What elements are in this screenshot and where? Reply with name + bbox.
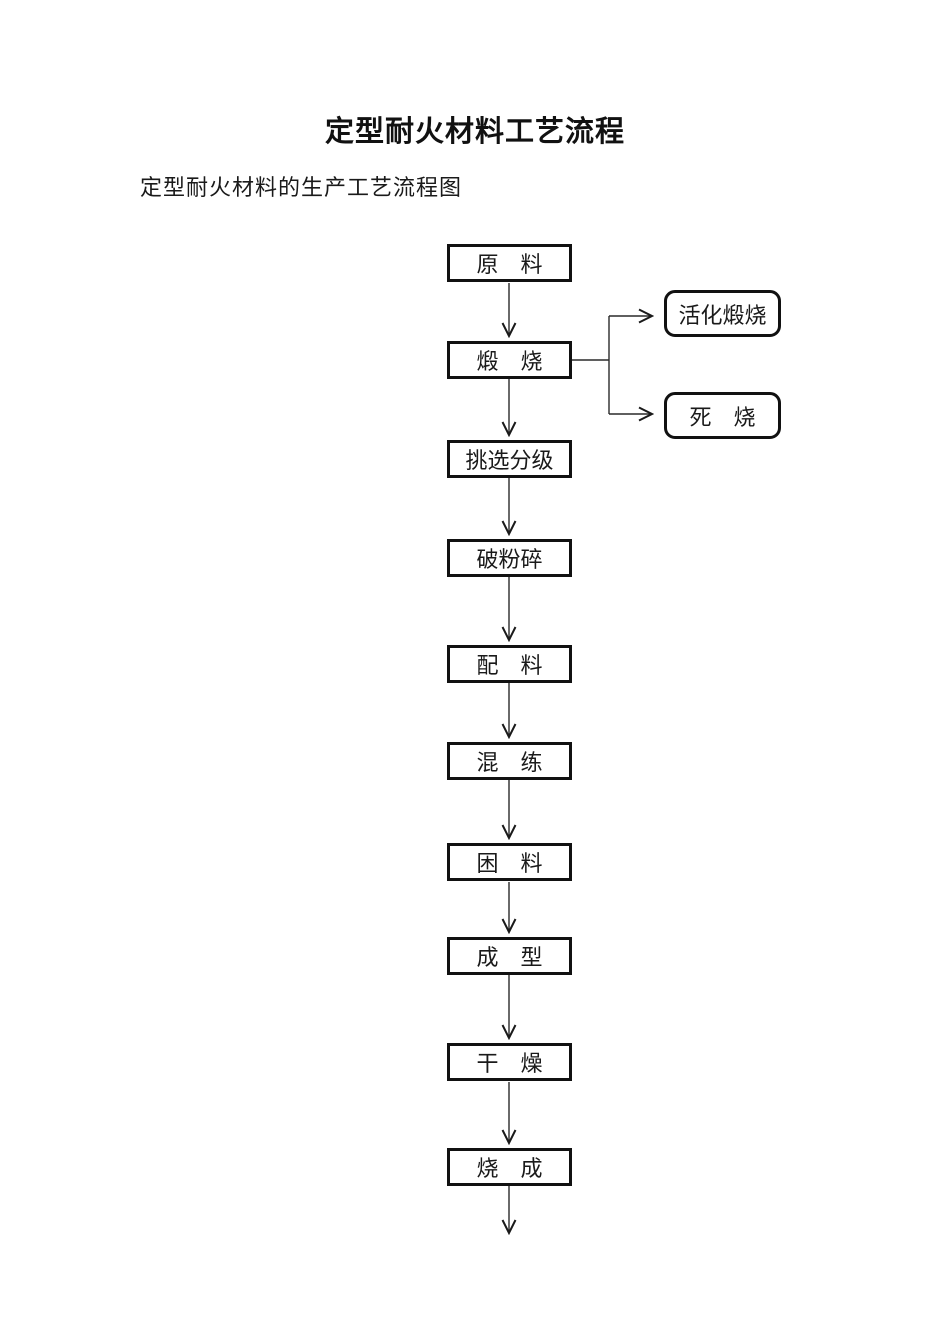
flow-node-label: 活化煅烧 [678, 302, 767, 328]
flow-node-label: 干 燥 [476, 1051, 543, 1076]
flow-node-mixing: 混 练 [447, 742, 572, 780]
flow-node-label: 破粉碎 [476, 547, 543, 572]
page-subtitle: 定型耐火材料的生产工艺流程图 [140, 175, 463, 200]
flow-node-label: 困 料 [476, 851, 543, 876]
flow-node-aging: 困 料 [447, 843, 572, 881]
flow-node-crushing: 破粉碎 [447, 539, 572, 577]
flow-node-sorting-grading: 挑选分级 [447, 440, 572, 478]
flow-node-drying: 干 燥 [447, 1043, 572, 1081]
flow-node-batching: 配 料 [447, 645, 572, 683]
flow-node-label: 成 型 [476, 945, 543, 970]
page-title: 定型耐火材料工艺流程 [324, 116, 625, 148]
flow-node-label: 挑选分级 [465, 448, 554, 473]
flow-node-label: 烧 成 [476, 1156, 543, 1181]
flow-node-label: 原 料 [476, 252, 543, 277]
flow-node-label: 死 烧 [689, 404, 756, 430]
flow-node-raw-material: 原 料 [447, 244, 572, 282]
flow-node-calcination: 煅 烧 [447, 341, 572, 379]
flow-node-forming: 成 型 [447, 937, 572, 975]
flow-node-activated-calcination: 活化煅烧 [664, 290, 781, 337]
flow-node-label: 配 料 [476, 653, 543, 678]
flow-node-label: 煅 烧 [476, 349, 543, 374]
flow-node-firing: 烧 成 [447, 1148, 572, 1186]
flow-node-dead-burning: 死 烧 [664, 392, 781, 439]
flow-node-label: 混 练 [476, 750, 543, 775]
